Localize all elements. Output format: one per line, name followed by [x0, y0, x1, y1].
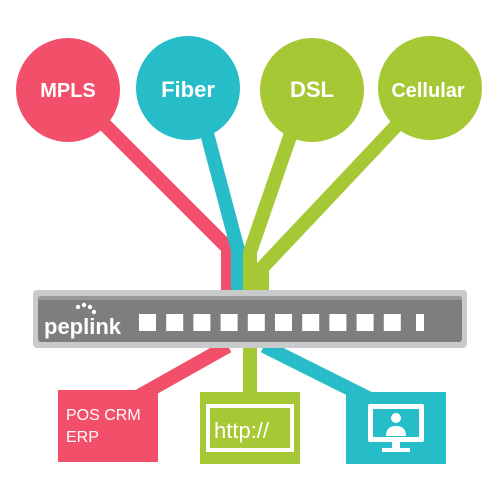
- router-port: [275, 314, 292, 331]
- router-port: [416, 314, 424, 331]
- mpls-link: [71, 91, 235, 292]
- router-port: [193, 314, 211, 331]
- router-port: [329, 314, 347, 331]
- pos-crm-label: POS CRM: [66, 407, 141, 424]
- fiber-link: [189, 90, 245, 292]
- router-ports: [139, 314, 424, 331]
- fiber-label: Fiber: [161, 77, 215, 102]
- wan-links: [71, 87, 434, 292]
- fiber-bubble: Fiber: [136, 36, 240, 140]
- video-conference-icon: [368, 404, 424, 452]
- web-box: http://: [200, 392, 300, 464]
- peplink-logo-dots: [75, 302, 97, 315]
- router-port: [247, 314, 265, 331]
- router-port: [383, 314, 401, 331]
- url-label: http://: [214, 418, 270, 443]
- mpls-bubble: MPLS: [16, 38, 120, 142]
- router-port: [356, 314, 374, 331]
- router-port: [139, 314, 156, 331]
- router-port: [220, 314, 238, 331]
- dsl-label: DSL: [290, 77, 334, 102]
- router-port: [166, 314, 184, 331]
- router-port: [302, 314, 320, 331]
- cellular-link: [255, 87, 434, 292]
- cellular-label: Cellular: [391, 80, 465, 102]
- cellular-bubble: Cellular: [378, 36, 482, 140]
- dsl-bubble: DSL: [260, 38, 364, 142]
- dsl-link: [243, 93, 311, 292]
- router-brand: peplink: [44, 314, 122, 339]
- erp-label: ERP: [66, 429, 99, 446]
- router-device: peplink: [33, 290, 467, 348]
- video-box: [346, 392, 446, 464]
- pos-crm-erp-box: POS CRM ERP: [58, 390, 158, 462]
- mpls-label: MPLS: [40, 80, 96, 102]
